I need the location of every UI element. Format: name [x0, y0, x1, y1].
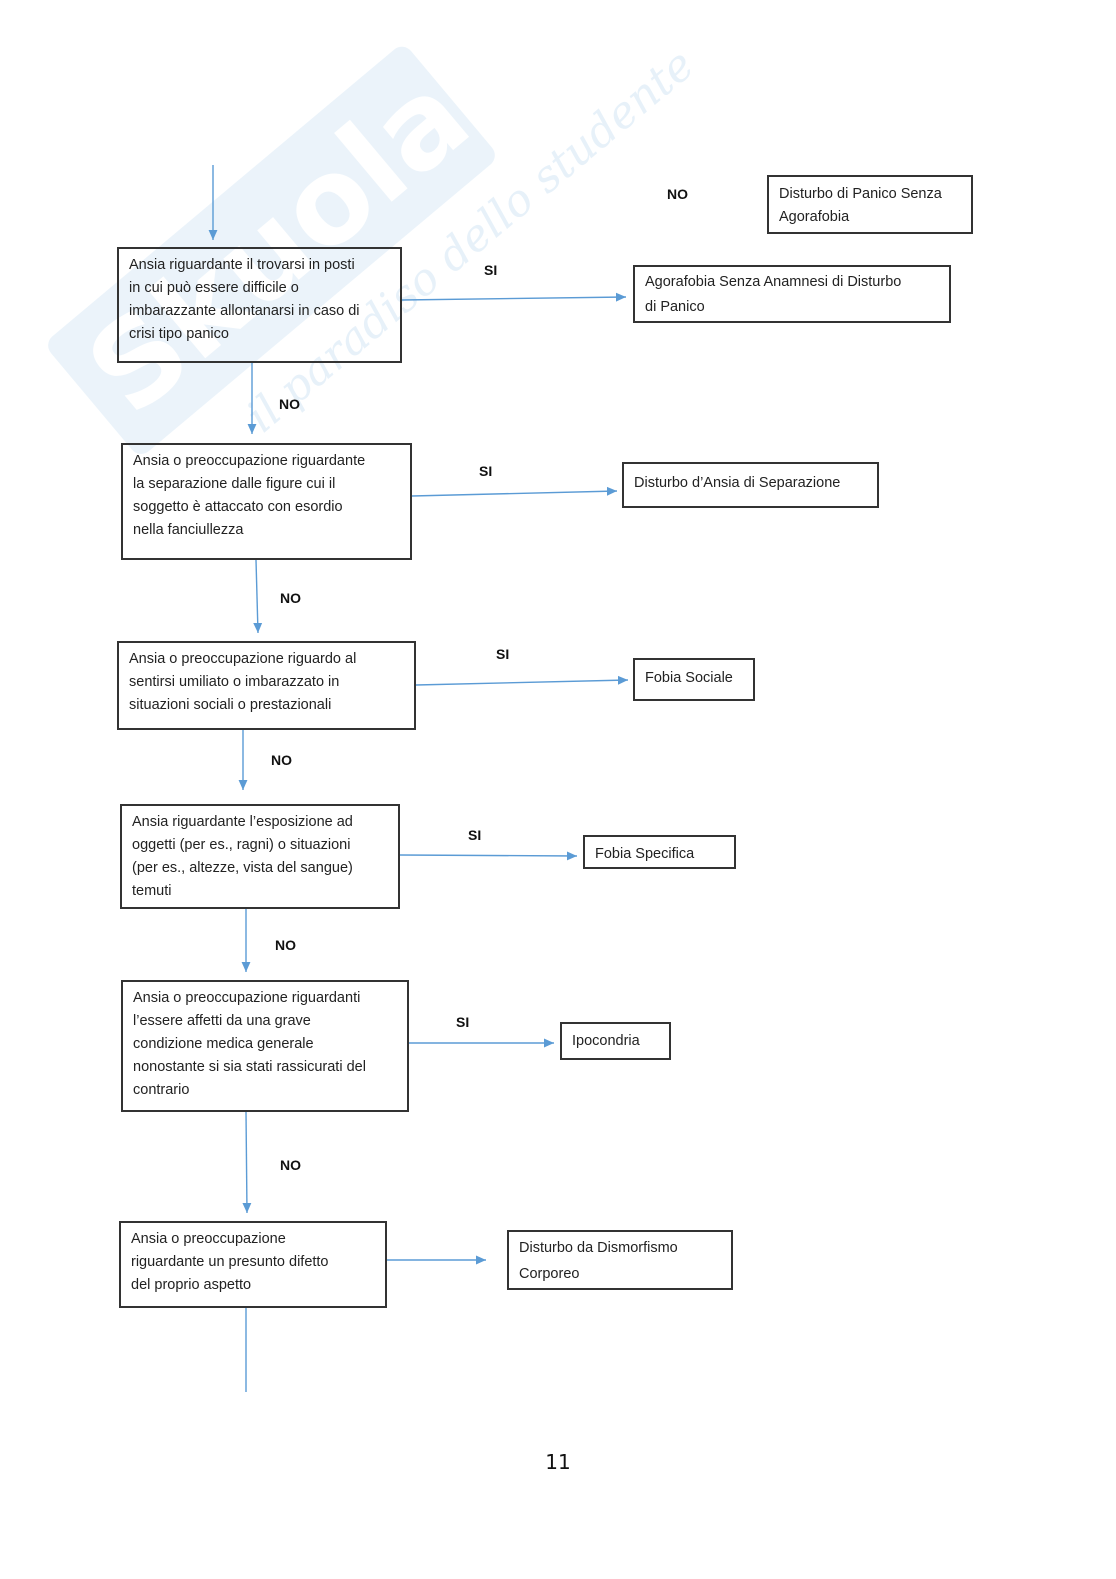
outcome-box-panic-without-agoraphobia: Disturbo di Panico Senza Agorafobia [767, 175, 973, 234]
si-arrow-1 [401, 292, 627, 302]
no-label-2: NO [280, 590, 301, 606]
yes-label-1: SI [484, 262, 498, 278]
no-arrow-5 [242, 1111, 252, 1214]
question-box-separation: Ansia o preoccupazione riguardante la se… [121, 443, 412, 560]
no-arrow-2 [253, 559, 263, 634]
question-box-specific-objects: Ansia riguardante l’esposizione ad ogget… [120, 804, 400, 909]
no-label-top: NO [667, 186, 688, 202]
no-label-1: NO [279, 396, 300, 412]
no-label-4: NO [275, 937, 296, 953]
si-arrow-4 [399, 851, 578, 861]
yes-label-5: SI [456, 1014, 470, 1030]
question-box-medical-condition: Ansia o preoccupazione riguardanti l’ess… [121, 980, 409, 1112]
outcome-box-specific-phobia: Fobia Specifica [583, 835, 736, 869]
question-box-appearance: Ansia o preoccupazione riguardante un pr… [119, 1221, 387, 1308]
outcome-box-hypochondria: Ipocondria [560, 1022, 671, 1060]
question-box-social: Ansia o preoccupazione riguardo al senti… [117, 641, 416, 730]
yes-label-2: SI [479, 463, 493, 479]
outcome-box-agoraphobia: Agorafobia Senza Anamnesi di Disturbo di… [633, 265, 951, 323]
question-box-agoraphobia-places: Ansia riguardante il trovarsi in posti i… [117, 247, 402, 363]
outcome-box-body-dysmorphic: Disturbo da Dismorfismo Corporeo [507, 1230, 733, 1290]
yes-label-3: SI [496, 646, 510, 662]
page-number: 11 [545, 1450, 571, 1474]
no-label-3: NO [271, 752, 292, 768]
yes-label-4: SI [468, 827, 482, 843]
outcome-box-separation-anxiety: Disturbo d’Ansia di Separazione [622, 462, 879, 508]
outcome-box-social-phobia: Fobia Sociale [633, 658, 755, 701]
si-arrow-2 [411, 486, 618, 497]
si-arrow-3 [415, 675, 629, 686]
no-label-5: NO [280, 1157, 301, 1173]
